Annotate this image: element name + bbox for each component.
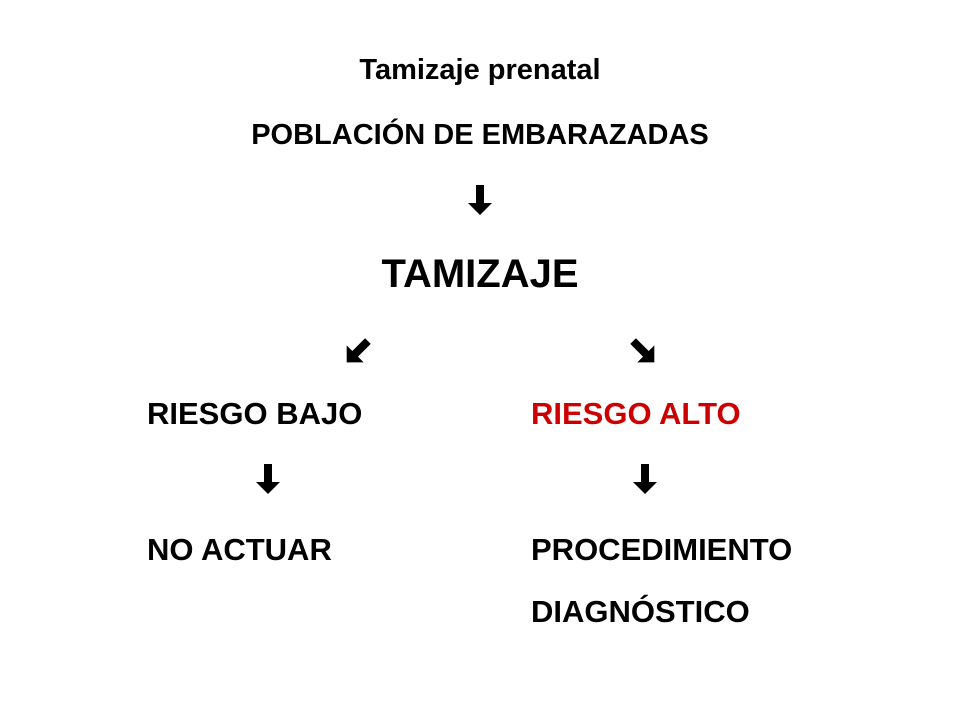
low-risk-label: RIESGO BAJO: [147, 396, 363, 431]
high-risk-label: RIESGO ALTO: [531, 396, 741, 431]
screening-label: TAMIZAJE: [381, 252, 579, 296]
arrow-down-right-icon: [626, 334, 660, 368]
arrow-down-icon: [254, 462, 282, 496]
arrow-down-icon: [466, 183, 494, 217]
slide-title: Tamizaje prenatal: [359, 54, 601, 86]
no-action-label: NO ACTUAR: [147, 532, 332, 567]
procedure-label: PROCEDIMIENTO: [531, 532, 793, 567]
population-label: POBLACIÓN DE EMBARAZADAS: [251, 119, 709, 151]
arrow-down-left-icon: [341, 334, 375, 368]
diagnostic-label: DIAGNÓSTICO: [531, 594, 750, 629]
arrow-down-icon: [631, 462, 659, 496]
